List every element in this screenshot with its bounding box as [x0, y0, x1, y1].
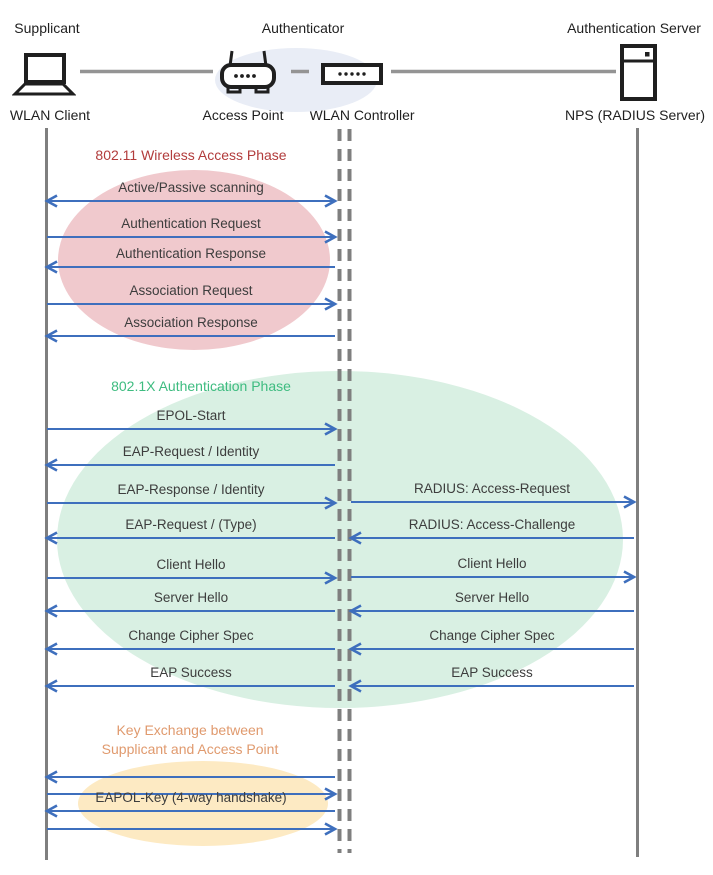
- message-label: Authentication Request: [121, 216, 261, 231]
- role-authenticator: Authenticator: [261, 20, 345, 36]
- message-label: EAP-Request / (Type): [125, 517, 257, 532]
- arrowhead-icon: [44, 458, 58, 472]
- access-point-icon: [220, 50, 276, 94]
- arrowhead-icon: [44, 531, 58, 545]
- arrowhead-icon: [324, 571, 338, 585]
- arrowhead-icon: [324, 297, 338, 311]
- phase3-ellipse: [78, 761, 328, 846]
- message-label: EAP Success: [150, 665, 232, 680]
- message-label: Active/Passive scanning: [118, 180, 264, 195]
- device-label-access-point: Access Point: [202, 107, 284, 123]
- arrowhead-icon: [44, 260, 58, 274]
- arrowhead-icon: [324, 787, 338, 801]
- arrowhead-icon: [44, 194, 58, 208]
- message-label: Association Response: [124, 315, 258, 330]
- laptop-icon: [12, 53, 76, 96]
- message-label: Association Request: [129, 283, 253, 298]
- arrowhead-icon: [324, 422, 338, 436]
- arrowhead-icon: [324, 194, 338, 208]
- role-supplicant: Supplicant: [14, 20, 80, 36]
- arrowhead-icon: [44, 679, 58, 693]
- role-authentication-server: Authentication Server: [567, 20, 701, 36]
- message-label: EAP-Request / Identity: [122, 444, 260, 459]
- message-label: Change Cipher Spec: [128, 628, 254, 643]
- arrowhead-icon: [348, 531, 362, 545]
- message-label: EAP Success: [451, 665, 533, 680]
- phase3-title: Key Exchange between Supplicant and Acce…: [101, 722, 279, 757]
- arrowhead-icon: [623, 570, 637, 584]
- message-label: EAP-Response / Identity: [117, 482, 265, 497]
- message-label: EPOL-Start: [156, 408, 226, 423]
- message-label: Authentication Response: [115, 246, 267, 261]
- phase1-title: 802.11 Wireless Access Phase: [95, 147, 287, 163]
- arrowhead-icon: [623, 495, 637, 509]
- arrowhead-icon: [44, 804, 58, 818]
- arrowhead-icon: [44, 770, 58, 784]
- arrowhead-icon: [348, 604, 362, 618]
- arrowhead-icon: [348, 679, 362, 693]
- arrowhead-icon: [324, 230, 338, 244]
- device-label-nps-radius-server: NPS (RADIUS Server): [564, 107, 706, 123]
- message-label: Change Cipher Spec: [429, 628, 555, 643]
- message-label: Server Hello: [153, 590, 229, 605]
- message-label: EAPOL-Key (4-way handshake): [95, 790, 287, 805]
- server-icon: [620, 44, 657, 101]
- message-label: Server Hello: [454, 590, 530, 605]
- arrowhead-icon: [348, 642, 362, 656]
- arrowhead-icon: [44, 329, 58, 343]
- device-label-wlan-controller: WLAN Controller: [309, 107, 415, 123]
- device-label-wlan-client: WLAN Client: [9, 107, 91, 123]
- arrowhead-icon: [324, 496, 338, 510]
- wlan-controller-icon: [321, 63, 383, 85]
- message-label: Client Hello: [156, 557, 226, 572]
- message-label: RADIUS: Access-Challenge: [408, 517, 576, 532]
- arrowhead-icon: [44, 642, 58, 656]
- arrowhead-icon: [324, 822, 338, 836]
- message-label: RADIUS: Access-Request: [413, 481, 571, 496]
- phase2-title: 802.1X Authentication Phase: [111, 378, 291, 394]
- message-label: Client Hello: [457, 556, 527, 571]
- arrowhead-icon: [44, 604, 58, 618]
